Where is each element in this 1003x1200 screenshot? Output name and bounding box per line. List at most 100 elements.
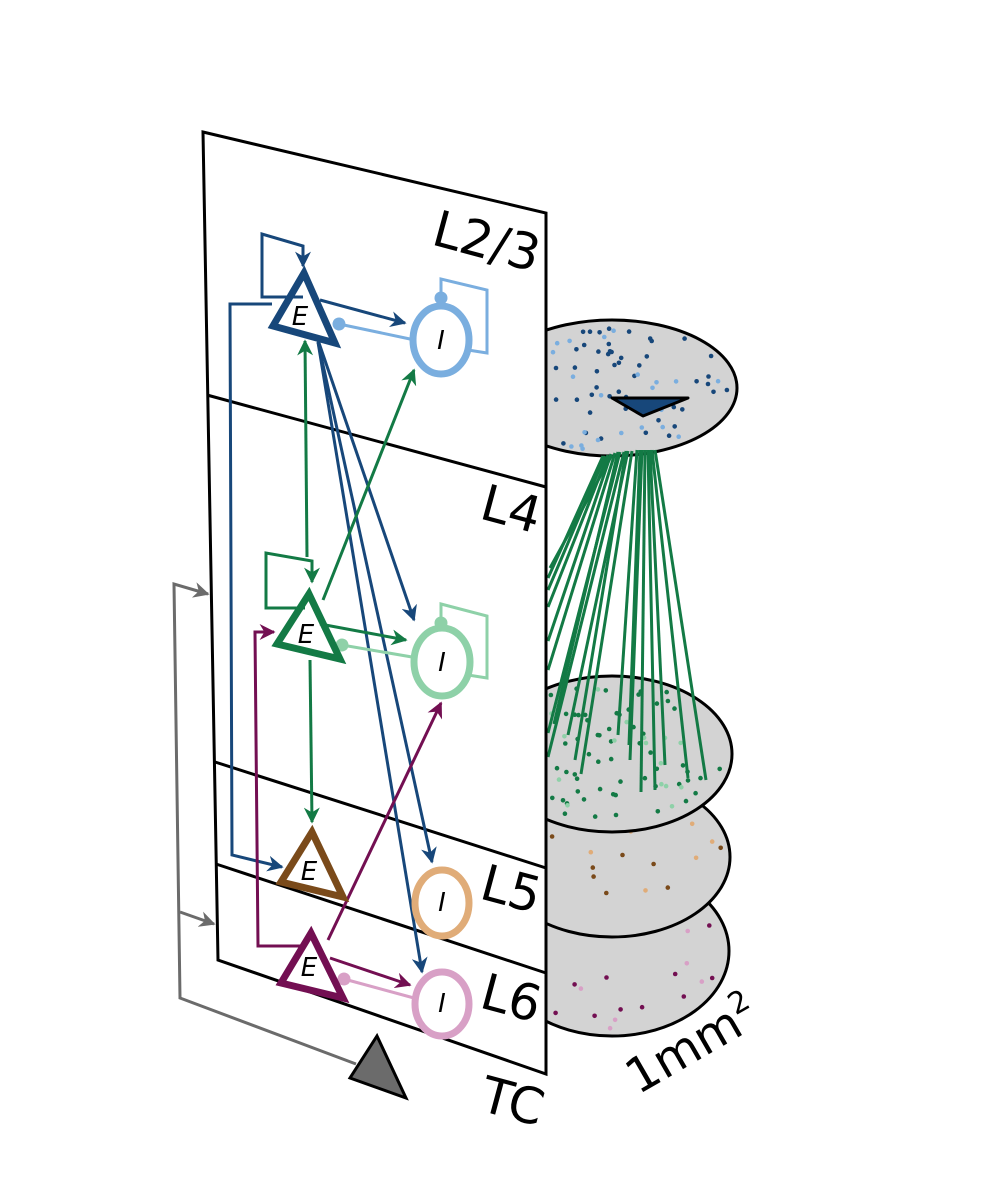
neuron-dot xyxy=(553,365,559,371)
axon-line xyxy=(627,449,642,746)
excitatory-connection xyxy=(316,339,417,622)
neuron-dot xyxy=(608,756,614,762)
neuron-dot xyxy=(682,336,687,341)
populations: E I E I E I E I xyxy=(267,265,474,1101)
population-l23-i-label: I xyxy=(437,326,445,356)
neuron-dot xyxy=(671,404,677,410)
population-l4-i: I xyxy=(410,624,474,700)
neuron-dot xyxy=(572,772,578,777)
neuron-dot xyxy=(651,861,656,867)
axon-line xyxy=(653,449,708,781)
population-l5-e-label: E xyxy=(301,857,318,887)
neuron-dot xyxy=(685,928,690,934)
neuron-dot xyxy=(611,328,616,334)
neuron-dot xyxy=(549,834,555,839)
layer-label-tc: TC xyxy=(474,1065,550,1137)
neuron-dot xyxy=(581,797,587,802)
inhibitory-connection xyxy=(434,277,489,355)
neuron-dot xyxy=(685,778,691,783)
neuron-dot xyxy=(624,719,629,725)
neuron-dot xyxy=(563,711,569,717)
neuron-dot xyxy=(596,759,601,764)
excitatory-connection xyxy=(297,339,314,558)
excitatory-connection xyxy=(319,298,407,327)
neuron-dot xyxy=(572,982,577,987)
neuron-dot xyxy=(588,849,594,855)
neuron-dot xyxy=(649,338,654,344)
neuron-dot xyxy=(673,379,679,384)
neuron-dot xyxy=(565,803,570,808)
neuron-dot xyxy=(672,706,677,711)
neuron-dot xyxy=(706,374,711,379)
neuron-dot xyxy=(607,349,613,354)
neuron-dot xyxy=(567,338,572,344)
population-l4-e: E xyxy=(271,586,347,665)
neuron-dot xyxy=(724,387,730,393)
neuron-dot xyxy=(572,365,578,370)
axon-line xyxy=(573,450,628,761)
neuron-dot xyxy=(570,374,576,380)
population-l23-e: E xyxy=(267,265,342,349)
neuron-dot xyxy=(548,692,554,698)
axon-line xyxy=(546,452,617,671)
inhibitory-connection xyxy=(335,638,413,659)
neuron-dot xyxy=(679,785,684,790)
neuron-dot xyxy=(554,340,560,346)
axon-line xyxy=(552,451,620,725)
neuron-dot xyxy=(708,353,714,359)
axon-line xyxy=(546,451,626,758)
population-l4-i-label: I xyxy=(438,648,446,678)
neuron-dot xyxy=(654,701,660,706)
excitatory-connection xyxy=(172,581,357,1066)
axon-line xyxy=(639,449,647,793)
population-l6-e-label: E xyxy=(301,953,318,983)
excitatory-connection xyxy=(329,956,412,988)
neuron-dot xyxy=(597,330,602,335)
neuron-dot xyxy=(612,738,617,743)
neuron-dot xyxy=(684,961,690,966)
neuron-dot xyxy=(665,698,671,704)
neuron-dot xyxy=(612,362,617,368)
excitatory-connection xyxy=(264,551,320,610)
excitatory-connection xyxy=(260,231,311,299)
neuron-dot xyxy=(699,979,705,984)
inhibitory-connection xyxy=(434,602,489,680)
neuron-dot xyxy=(698,775,703,781)
neuron-dot xyxy=(553,1010,558,1016)
axon-line xyxy=(616,449,639,736)
neuron-dot xyxy=(665,885,671,890)
population-l6-i-label: I xyxy=(438,989,446,1019)
neuron-dot xyxy=(709,975,715,981)
neuron-dot xyxy=(709,839,715,844)
neuron-dot xyxy=(639,425,645,430)
neuron-dot xyxy=(592,1013,597,1019)
neuron-dot xyxy=(586,751,592,757)
neuron-dot xyxy=(591,874,596,879)
neuron-dot xyxy=(663,783,669,789)
neuron-dot xyxy=(574,776,580,781)
excitatory-connection xyxy=(316,341,428,974)
neuron-dot xyxy=(678,740,683,746)
neuron-dot xyxy=(694,379,699,384)
neuron-dot xyxy=(578,986,584,991)
population-l4-e-label: E xyxy=(298,620,315,650)
neuron-dot xyxy=(626,329,632,334)
neuron-dot xyxy=(643,740,649,746)
neuron-dot xyxy=(604,890,609,896)
population-tc xyxy=(347,1032,409,1101)
neuron-dot xyxy=(660,424,665,430)
neuron-l23-e-disk-icon xyxy=(610,396,690,418)
neuron-dot xyxy=(655,809,661,814)
neuron-dot xyxy=(554,765,560,771)
neuron-dot xyxy=(616,360,622,366)
neuron-dot xyxy=(683,798,689,804)
neuron-dot xyxy=(669,804,675,809)
excitatory-connection xyxy=(319,622,408,646)
neuron-dot xyxy=(563,741,568,746)
neuron-dot xyxy=(560,798,566,803)
neuron-dot xyxy=(587,329,593,335)
excitatory-connection xyxy=(303,659,320,824)
neuron-dot xyxy=(607,1025,613,1031)
neuron-dot xyxy=(561,441,566,446)
